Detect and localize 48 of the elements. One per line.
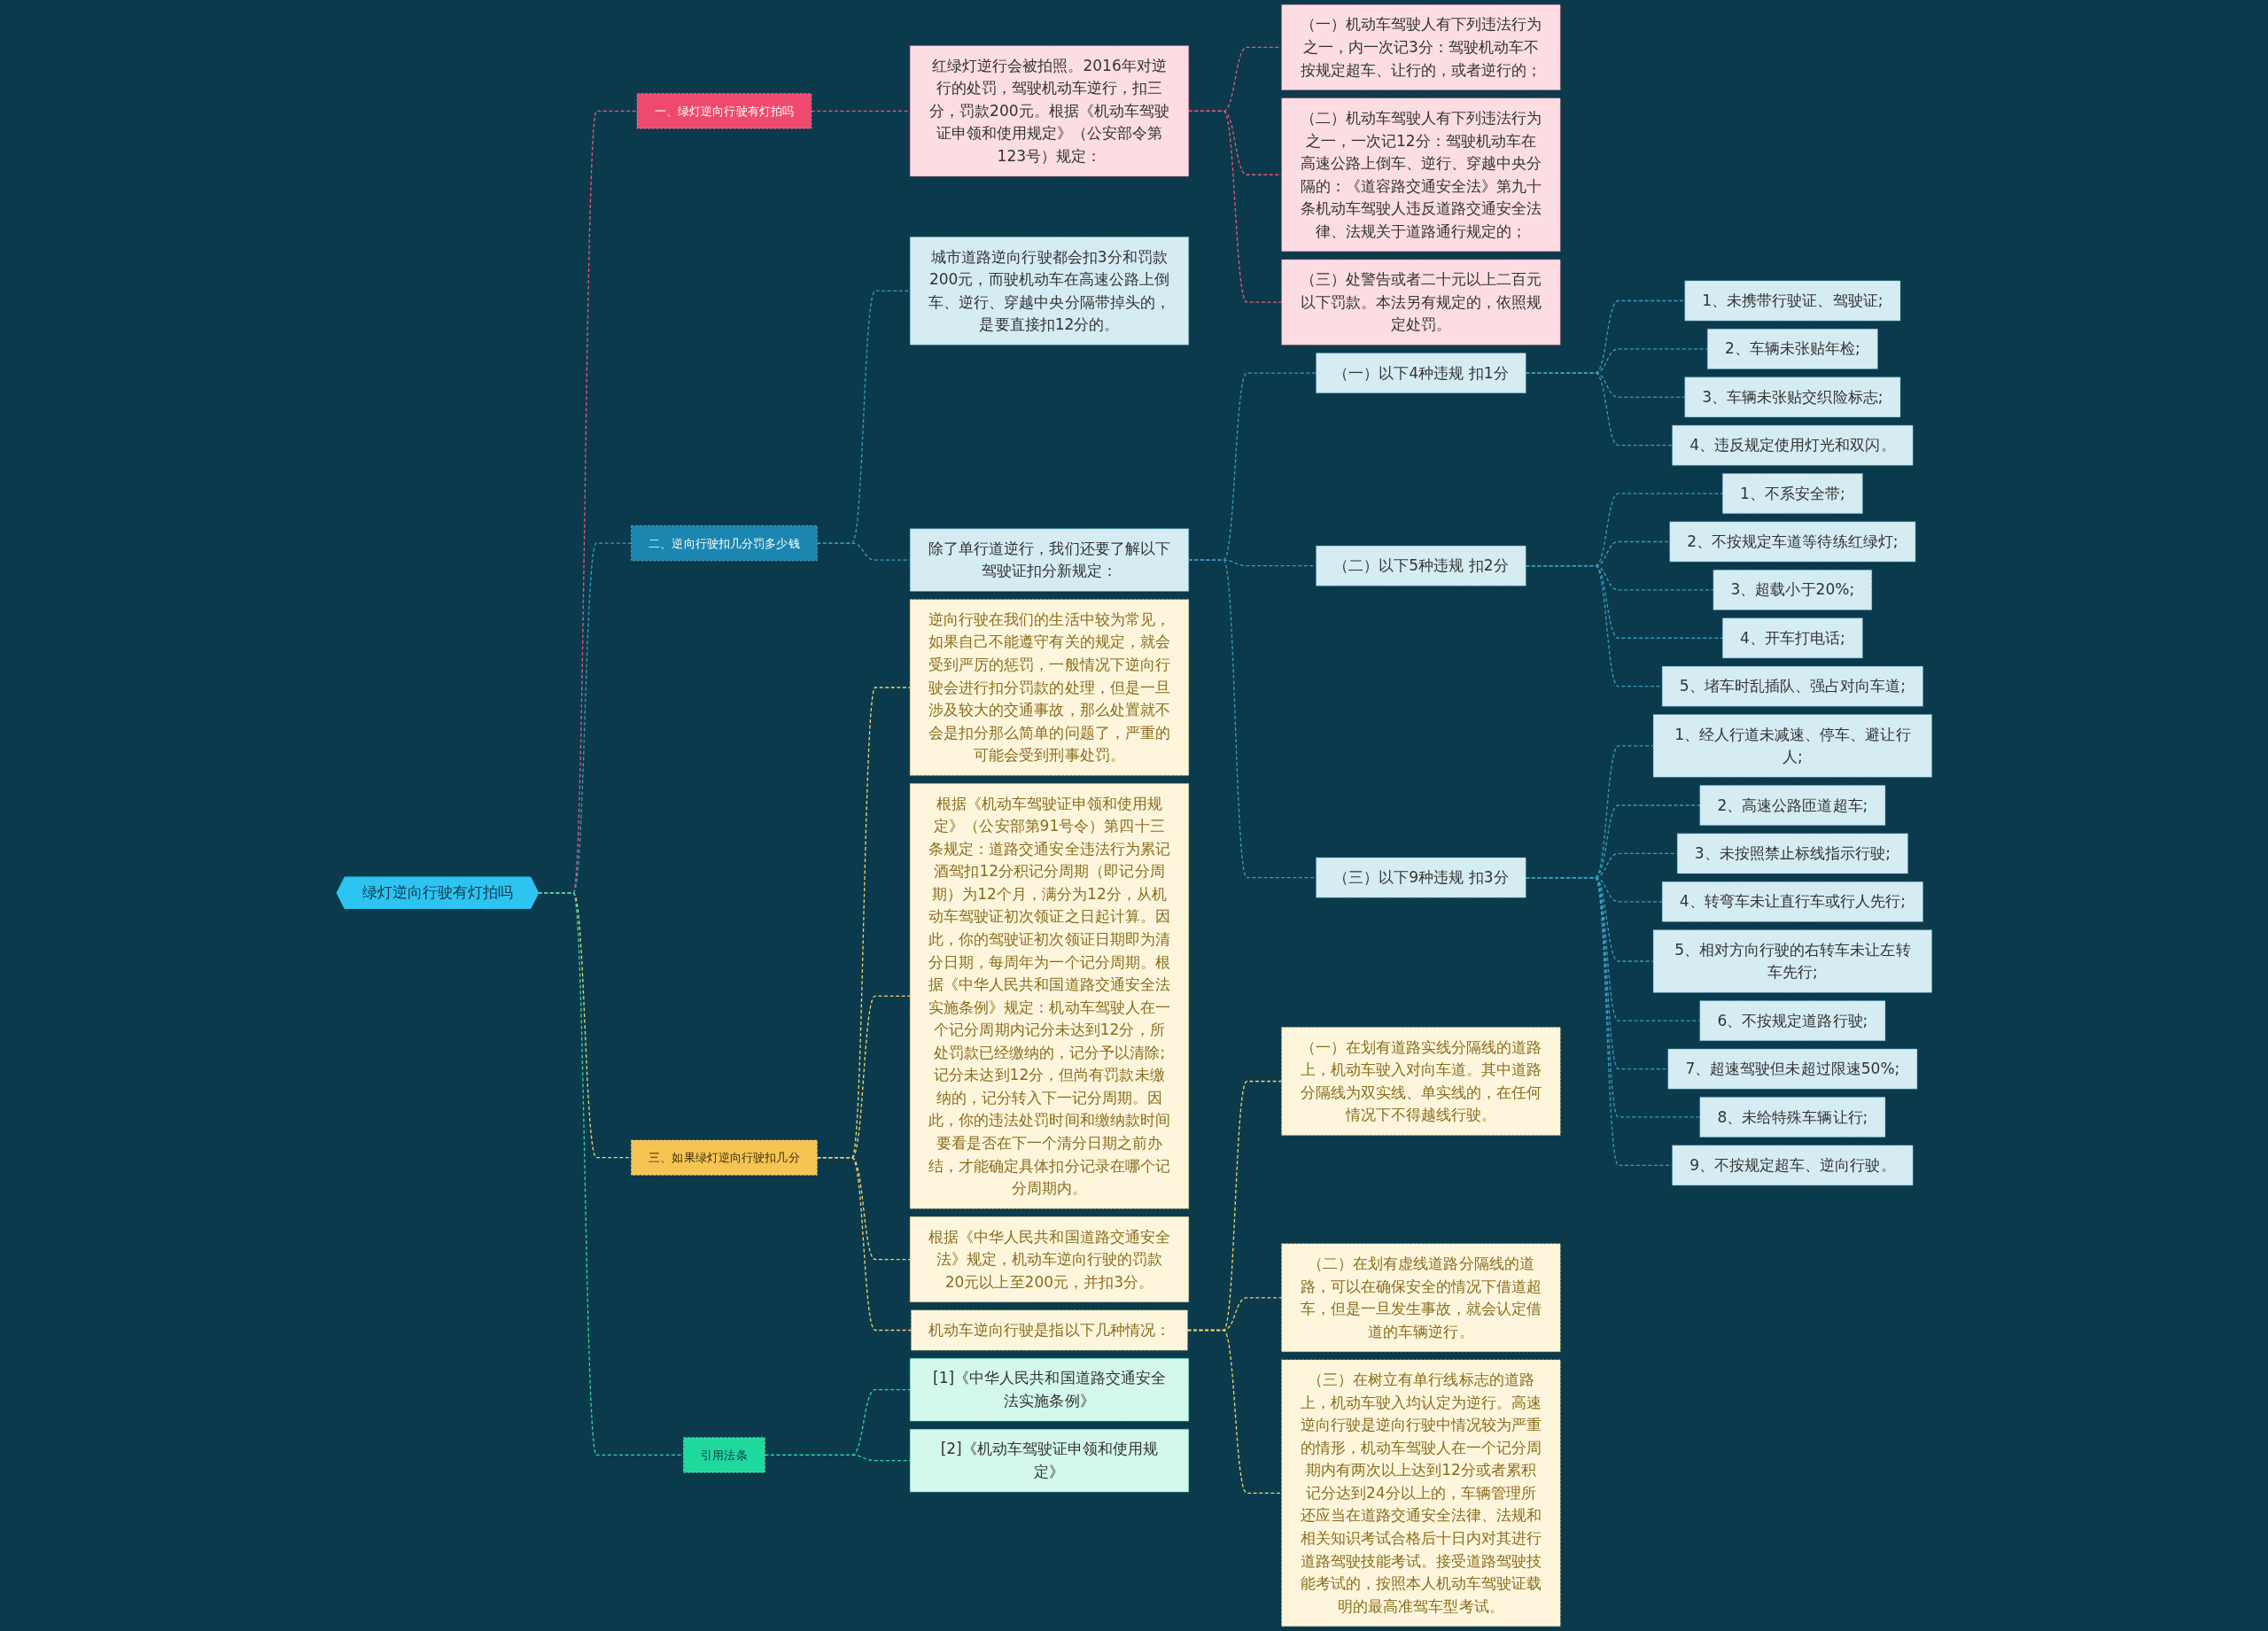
node-box: [1]《中华人民共和国道路交通安全法实施条例》: [909, 1357, 1189, 1422]
node-box: （二）以下5种违规 扣2分: [1315, 545, 1526, 586]
node-box: 2、高速公路匝道超车;: [1698, 785, 1885, 826]
node-box: 二、逆向行驶扣几分罚多少钱: [630, 525, 818, 562]
node-box: 4、开车打电话;: [1721, 617, 1863, 659]
node-box: 1、不系安全带;: [1721, 473, 1863, 515]
node-box: （三）以下9种违规 扣3分: [1315, 857, 1526, 898]
node-box: 3、车辆未张贴交织险标志;: [1683, 377, 1900, 418]
node-box: 根据《中华人民共和国道路交通安全法》规定，机动车逆向行驶的罚款20元以上至200元，并扣3分。: [909, 1216, 1189, 1303]
node-box: 3、未按照禁止标线指示行驶;: [1676, 833, 1908, 874]
node-box: 1、经人行道未减速、停车、避让行人;: [1652, 714, 1932, 778]
node-box: 机动车逆向行驶是指以下几种情况：: [910, 1309, 1188, 1351]
node-box: 4、转弯车未让直行车或行人先行;: [1661, 881, 1923, 922]
node-box: （二）机动车驾驶人有下列违法行为之一，一次记12分：驾驶机动车在高速公路上倒车、逆行、穿越中央分隔的：《道容路交通安全法》第九十条机动车驾驶人违反道路交通安全法律、法规关于道路通行规定的；: [1280, 97, 1561, 252]
node-box: 5、堵车时乱插队、强占对向车道;: [1661, 665, 1923, 707]
node-box: 除了单行道逆行，我们还要了解以下驾驶证扣分新规定：: [909, 528, 1189, 592]
node-box: 引用法条: [682, 1437, 765, 1473]
node-box: [2]《机动车驾驶证申领和使用规定》: [909, 1428, 1189, 1493]
node-box: 1、未携带行驶证、驾驶证;: [1683, 280, 1900, 322]
connector: [816, 1157, 912, 1332]
connector: [1187, 559, 1317, 879]
node-box: （三）在树立有单行线标志的道路上，机动车驶入均认定为逆行。高速逆向行驶是逆向行驶中情况较为严重的情形，机动车驾驶人在一个记分周期内有两次以上达到12分或者累积记分达到24分以上的，车辆管理所还应当在道路交通安全法律、法规和相关知识考试合格后十日内对其进行道路驾驶技能考试。接受道路驾驶技能考试的，按照本人机动车驾驶证载明的最高准驾车型考试。: [1280, 1359, 1561, 1627]
node-box: （一）以下4种违规 扣1分: [1315, 353, 1526, 394]
node-box: 三、如果绿灯逆向行驶扣几分: [630, 1139, 818, 1176]
connector: [1187, 110, 1282, 303]
node-box: 7、超速驾驶但未超过限速50%;: [1666, 1048, 1917, 1090]
node-box: 9、不按规定超车、逆向行驶。: [1671, 1145, 1914, 1186]
node-box: 逆向行驶在我们的生活中较为常见，如果自己不能遵守有关的规定，就会受到严厉的惩罚，一般情况下逆向行驶会进行扣分罚款的处理，但是一旦涉及较大的交通事故，那么处置就不会是扣分那么简单的问题了，严重的可能会受到刑事处罚。: [909, 599, 1189, 776]
node-box: 2、不按规定车道等待练红绿灯;: [1668, 521, 1915, 563]
node-box: 3、超载小于20%;: [1713, 569, 1872, 610]
node-box: （三）处警告或者二十元以上二百元以下罚款。本法另有规定的，依照规定处罚。: [1280, 259, 1561, 346]
node-box: 4、违反规定使用灯光和双闪。: [1671, 424, 1914, 466]
node-box: 2、车辆未张贴年检;: [1706, 328, 1878, 369]
node-box: （二）在划有虚线道路分隔线的道路，可以在确保安全的情况下借道超车，但是一旦发生事故，就会认定借道的车辆逆行。: [1280, 1243, 1561, 1353]
connector: [810, 110, 911, 112]
node-box: 根据《机动车驾驶证申领和使用规定》（公安部第91号令）第四十三条规定：道路交通安全违法行为累记酒驾扣12分积记分周期（即记分周期）为12个月，满分为12分，从机动车驾驶证初次领证之日起计算。因此，你的驾驶证初次领证日期即为清分日期，每周年为一个记分周期。根据《中华人民共和国道路交通安全法实施条例》规定：机动车驾驶人在一个记分周期内记分未达到12分，所处罚款已经缴纳的，记分予以清除;记分未达到12分，但尚有罚款未缴纳的，记分转入下一记分周期。因此，你的违法处罚时间和缴纳款时间要看是否在下一个清分日期之前办结，才能确定具体扣分记录在哪个记分周期内。: [909, 783, 1189, 1209]
node-box: 5、相对方向行驶的右转车未让左转车先行;: [1652, 929, 1932, 993]
connector: [1186, 1329, 1282, 1494]
node-box: 红绿灯逆行会被拍照。2016年对逆行的处罚，驾驶机动车逆行，扣三分，罚款200元。根据《机动车驾驶证申领和使用规定》（公安部令第123号）规定：: [909, 45, 1189, 177]
node-box: 城市道路逆向行驶都会扣3分和罚款200元，而驶机动车在高速公路上倒车、逆行、穿越中央分隔带掉头的，是要直接扣12分的。: [909, 237, 1189, 346]
node-box: （一）在划有道路实线分隔线的道路上，机动车驶入对向车道。其中道路分隔线为双实线、单实线的，在任何情况下不得越线行驶。: [1280, 1027, 1561, 1136]
connector: [1525, 372, 1673, 447]
connector: [537, 892, 684, 1456]
node-box: （一）机动车驾驶人有下列违法行为之一，内一次记3分：驾驶机动车不按规定超车、让行的，或者逆行的；: [1280, 4, 1561, 90]
connector: [1525, 565, 1663, 687]
node-box: 6、不按规定道路行驶;: [1698, 1000, 1885, 1042]
node-box: 8、未给特殊车辆让行;: [1698, 1097, 1885, 1138]
node-box: 一、绿灯逆向行驶有灯拍吗: [636, 93, 812, 129]
